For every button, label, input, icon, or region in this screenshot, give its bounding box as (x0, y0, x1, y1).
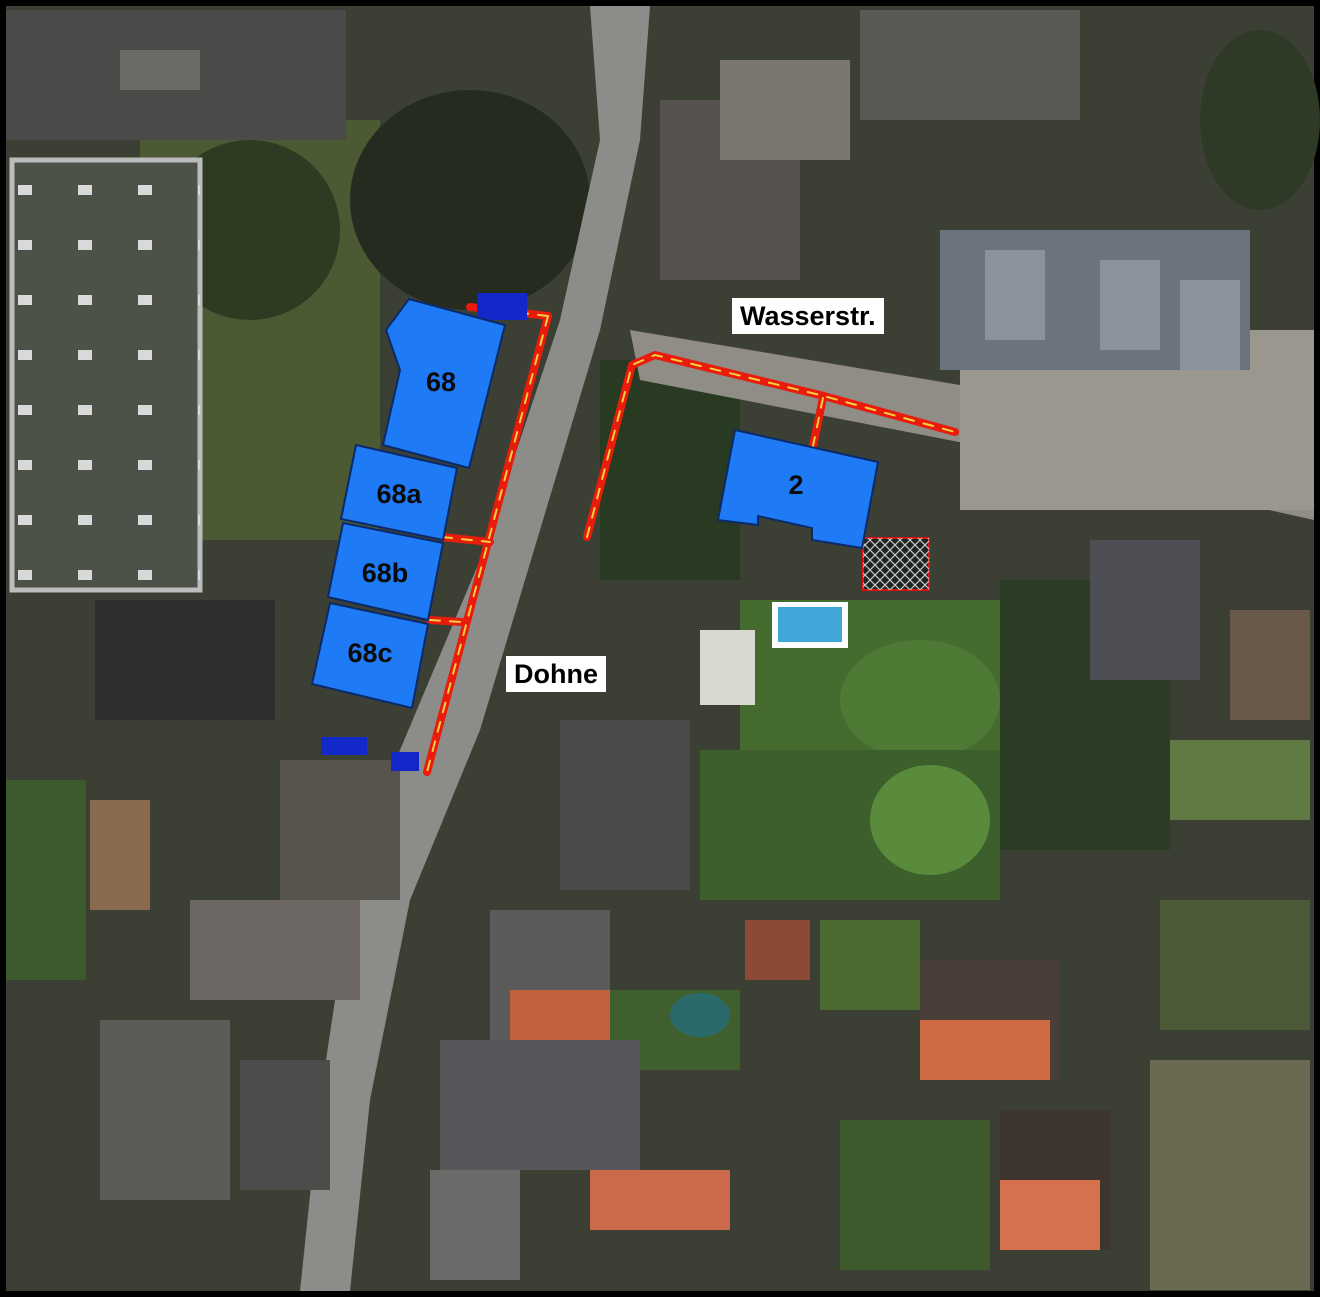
street-label-dohne: Dohne (506, 656, 606, 692)
building-68a[interactable]: 68a (339, 443, 459, 542)
building-68-label: 68 (426, 367, 456, 397)
building-2[interactable]: 2 (716, 428, 880, 550)
street-label-wasserstr: Wasserstr. (732, 298, 884, 334)
small-structures (321, 293, 527, 771)
building-68[interactable]: 68 (381, 297, 507, 470)
building-2-label: 2 (788, 470, 803, 500)
small-structure-top (477, 293, 527, 320)
building-68c-label: 68c (347, 638, 392, 668)
swimming-pools (670, 602, 848, 1037)
building-68a-label: 68a (376, 479, 422, 509)
industrial-roof (6, 10, 346, 720)
building-68c[interactable]: 68c (310, 601, 430, 710)
building-68b-label: 68b (362, 558, 409, 588)
rooftops (90, 10, 1310, 1280)
hatched-area-pattern (863, 538, 929, 590)
small-structure-right (391, 752, 419, 771)
building-68b[interactable]: 68b (326, 521, 445, 622)
small-structure-left (321, 737, 367, 755)
